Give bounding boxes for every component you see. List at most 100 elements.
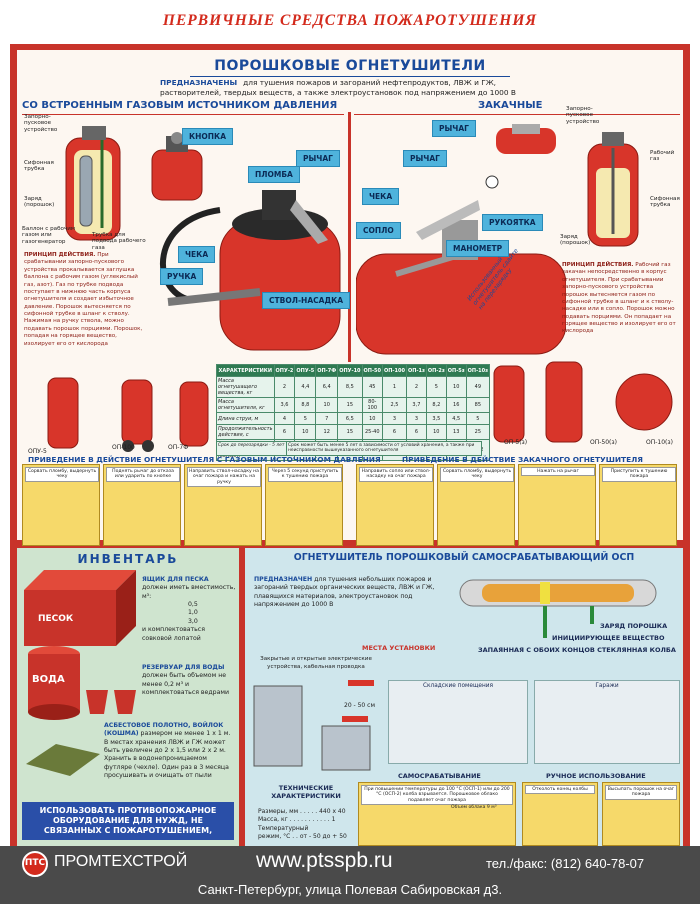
steps-gas-title: ПРИВЕДЕНИЕ В ДЕЙСТВИЕ ОГНЕТУШИТЕЛЯ С ГАЗ…	[28, 455, 381, 464]
step-gas-4: Через 5 секунд приступить к тушению пожа…	[265, 464, 343, 546]
step-stored-2: Сорвать пломбу, выдернуть чеку	[437, 464, 515, 546]
company-website-link[interactable]: www.ptsspb.ru	[256, 849, 393, 872]
table-header-model: ОПУ-2	[273, 364, 296, 377]
label-handle-right: РУКОЯТКА	[482, 214, 543, 231]
company-phone: тел./факс: (812) 640-78-07	[486, 856, 645, 871]
room-caption: Гаражи	[595, 683, 619, 689]
table-cell: 10	[315, 397, 339, 413]
place-distance: 20 - 50 см	[344, 702, 375, 709]
volume-item: 3,0	[188, 617, 198, 625]
section-divider	[348, 112, 351, 362]
step-caption: Поднять рычаг до отказа или ударить по к…	[106, 467, 180, 482]
subtitle-underline-left	[22, 114, 344, 115]
table-cell: 80-100	[361, 397, 384, 413]
part-tube-left: Трубка для подвода рабочего газа	[92, 232, 146, 251]
table-cell: 15	[337, 424, 363, 440]
table-cell: 10	[294, 424, 317, 440]
company-name: ПРОМТЕХСТРОЙ	[54, 853, 188, 870]
part-charge-right: Заряд (порошок)	[560, 234, 591, 247]
osp-purpose-text: для тушения небольших пожаров и загорани…	[254, 576, 435, 609]
volume-item: 1,0	[188, 609, 198, 617]
sand-box-tail: и комплектоваться совковой лопатой	[142, 626, 205, 642]
step-caption: Через 5 секунд приступить к тушению пожа…	[268, 467, 342, 482]
step-caption: Высыпать порошок на очаг пожара	[605, 785, 677, 800]
table-cell: 6,4	[315, 376, 339, 398]
footnote-text: Срок может быть менее 5 лет в зависимост…	[288, 443, 475, 454]
manual-step-1: Отколоть конец колбы	[522, 782, 598, 846]
place-electric: Закрытые и открытые электрические устрой…	[260, 656, 372, 670]
room-garage: Гаражи	[534, 680, 680, 764]
model-op-7f: ОП-7Ф	[168, 444, 189, 451]
table-cell: 45	[361, 376, 384, 398]
label-handle: РУЧКА	[160, 268, 204, 285]
tech-line: Размеры, мм . . . . . 440 х 40	[258, 808, 346, 815]
label-lever-right-1: РЫЧАГ	[432, 120, 476, 137]
table-cell: 6	[405, 424, 427, 440]
part-valve-right: Запорно-пусковое устройство	[566, 106, 600, 125]
room-caption: Складские помещения	[422, 683, 494, 689]
step-caption: Сорвать пломбу, выдернуть чеку	[25, 467, 99, 482]
auto-trigger-box: При повышении температуры до 100 °С (ОСП…	[358, 782, 516, 846]
purpose-text: для тушения пожаров и загораний нефтепро…	[160, 78, 517, 97]
table-cell: 3,6	[273, 397, 296, 413]
table-header-label: ХАРАКТЕРИСТИКИ	[216, 364, 275, 377]
table-cell: 8,8	[294, 397, 317, 413]
model-op-100: ОП-100	[112, 444, 135, 451]
model-extinguishers-right-icon	[493, 361, 673, 443]
poster-title: ПЕРВИЧНЫЕ СРЕДСТВА ПОЖАРОТУШЕНИЯ	[162, 12, 538, 29]
part-cylinder-left: Баллон с рабочим газом или газогенератор	[22, 226, 76, 245]
company-address: Санкт-Петербург, улица Полевая Сабировск…	[197, 882, 503, 897]
osp-part-charge: ЗАРЯД ПОРОШКА	[600, 622, 668, 630]
principle-title-right: ПРИНЦИП ДЕЙСТВИЯ.	[562, 262, 634, 268]
model-op-5z: ОП-5(з)	[504, 439, 528, 446]
osp-flask-icon	[459, 579, 657, 638]
table-row-label: Длина струи, м	[216, 412, 275, 425]
fire-blanket-title: АСБЕСТОВОЕ ПОЛОТНО, ВОЙЛОК (КОШМА)	[104, 722, 224, 738]
footer-bar	[0, 846, 700, 904]
table-cell: 25-40	[361, 424, 384, 440]
sand-box-icon	[24, 570, 136, 720]
table-cell: 6,5	[337, 412, 363, 425]
part-siphon-right: Сифонная трубка	[650, 196, 680, 209]
table-row-label: Масса огнетушащего вещества, кг	[216, 376, 275, 398]
table-cell: 3	[382, 412, 407, 425]
table-header-model: ОП-5з	[445, 364, 467, 377]
step-stored-3: Нажать на рычаг	[518, 464, 596, 546]
sand-box-title: ЯЩИК ДЛЯ ПЕСКА	[142, 576, 209, 583]
tech-line: Масса, кг . . . . . . . . . . . 1	[258, 816, 336, 824]
manual-step-2: Высыпать порошок на очаг пожара	[602, 782, 680, 846]
electric-cabinet-icon	[253, 680, 374, 771]
title-underline	[190, 76, 510, 77]
table-cell: 10	[445, 376, 467, 398]
table-cell: 3,7	[405, 397, 427, 413]
table-cell: 8,2	[425, 397, 447, 413]
water-tank-description: РЕЗЕРВУАР ДЛЯ ВОДЫ должен быть объемом н…	[142, 664, 236, 697]
principle-stored-pressure: ПРИНЦИП ДЕЙСТВИЯ. Рабочий газ закачан не…	[562, 262, 678, 336]
table-footnote: Срок до перезарядки - 5 лет Срок может б…	[216, 441, 482, 456]
table-header-model: ОП-50	[361, 364, 384, 377]
table-cell: 5	[425, 376, 447, 398]
sand-label: ПЕСОК	[38, 614, 74, 624]
principle-gas-source: ПРИНЦИП ДЕЙСТВИЯ. При срабатывании запор…	[24, 252, 148, 348]
step-caption: Отколоть конец колбы	[525, 785, 595, 795]
part-gas-right: Рабочий газ	[650, 150, 675, 163]
model-extinguishers-left-icon	[47, 377, 209, 452]
osp-purpose: ПРЕДНАЗНАЧЕН для тушения небольших пожар…	[254, 576, 436, 609]
table-cell: 3	[405, 412, 427, 425]
label-nozzle-right: СОПЛО	[356, 222, 401, 239]
table-cell: 7	[315, 412, 339, 425]
auto-trigger-title: САМОСРАБАТЫВАНИЕ	[398, 772, 481, 780]
cutaway-extinguisher-stored-icon	[587, 132, 639, 247]
table-cell: 4,4	[294, 376, 317, 398]
stored-pressure-subtitle: ЗАКАЧНЫЕ	[478, 100, 543, 111]
installation-places-title: МЕСТА УСТАНОВКИ	[362, 644, 436, 652]
big-extinguisher-gas-icon	[159, 190, 341, 351]
step-gas-1: Сорвать пломбу, выдернуть чеку	[22, 464, 100, 546]
step-caption: Приступить к тушению пожара	[602, 467, 676, 482]
fire-blanket-icon	[26, 744, 100, 776]
table-cell: 5	[294, 412, 317, 425]
table-cell: 13	[445, 424, 467, 440]
principle-text-left: При срабатывании запорно-пускового устро…	[24, 252, 143, 347]
